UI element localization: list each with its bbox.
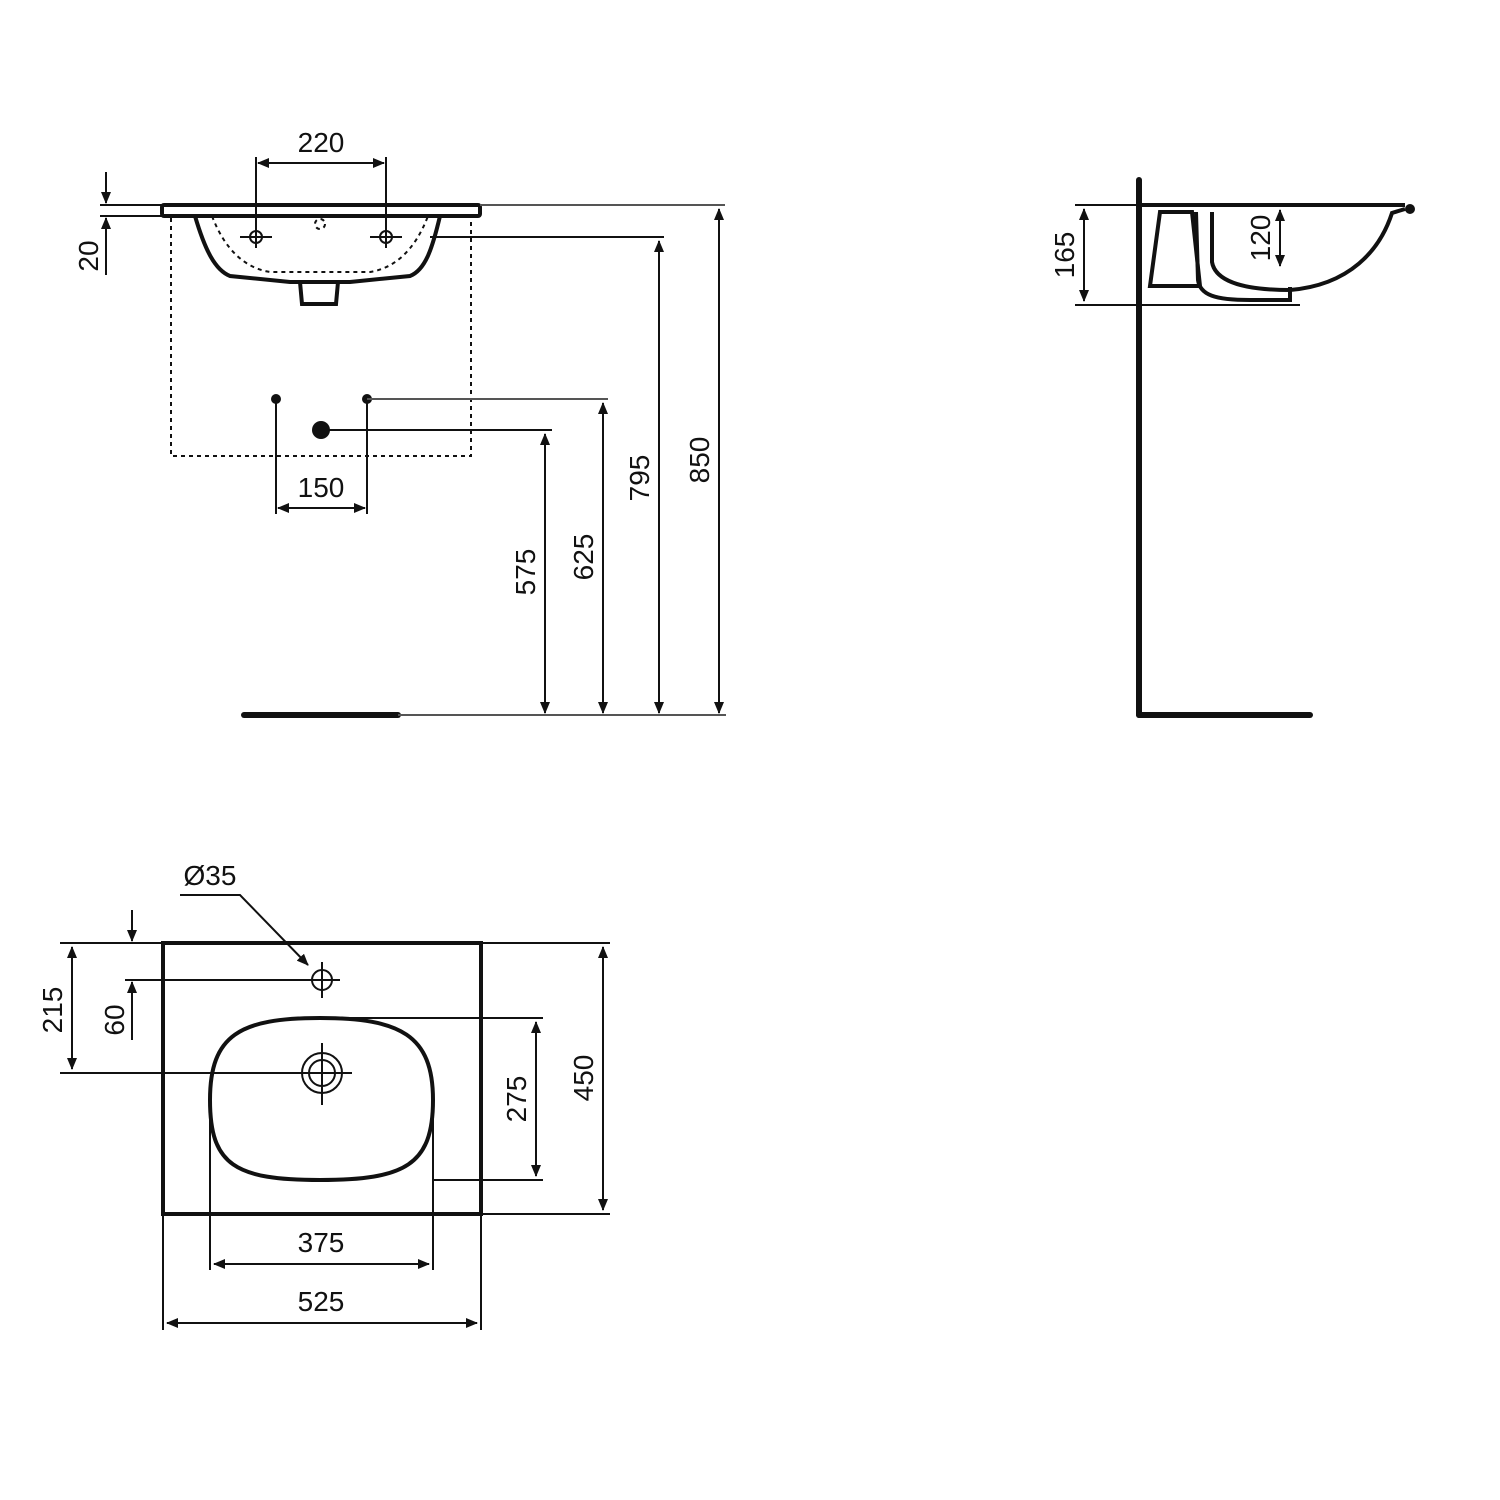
side-view: 165 120 xyxy=(1049,177,1415,718)
dim-waste-height: 575 xyxy=(510,549,541,596)
dim-bowl-width: 375 xyxy=(298,1227,345,1258)
side-bracket xyxy=(1147,210,1203,288)
dim-side-bowl-depth: 120 xyxy=(1245,215,1276,262)
dim-supply-spacing: 150 xyxy=(298,472,345,503)
bowl-outline-top xyxy=(207,1015,436,1183)
dim-side-overall-depth: 165 xyxy=(1049,232,1080,279)
dim-rim-height: 850 xyxy=(684,437,715,484)
basin-bowl xyxy=(193,215,442,284)
side-bowl xyxy=(1210,207,1406,293)
dim-basin-underside-height: 795 xyxy=(624,455,655,502)
basin-rim xyxy=(160,203,482,218)
dim-overall-depth: 450 xyxy=(568,1055,599,1102)
cabinet-outline xyxy=(170,218,472,457)
dim-tap-hole-offset: 60 xyxy=(99,1004,130,1035)
side-trap xyxy=(1194,211,1292,302)
dim-rim-thickness: 20 xyxy=(73,240,104,271)
waste-outlet xyxy=(298,281,340,306)
dim-supply-height: 625 xyxy=(568,534,599,581)
top-view: Ø35 60 215 275 450 375 525 xyxy=(37,860,610,1330)
dim-waste-offset: 215 xyxy=(37,987,68,1034)
front-view: 220 20 150 575 625 795 850 xyxy=(73,127,726,718)
dim-overall-width: 525 xyxy=(298,1286,345,1317)
basin-bowl-inner xyxy=(211,215,429,273)
overflow-icon xyxy=(314,218,326,230)
dim-bowl-depth: 275 xyxy=(501,1076,532,1123)
dim-tap-spacing: 220 xyxy=(298,127,345,158)
dim-tap-hole-diameter: Ø35 xyxy=(184,860,237,891)
